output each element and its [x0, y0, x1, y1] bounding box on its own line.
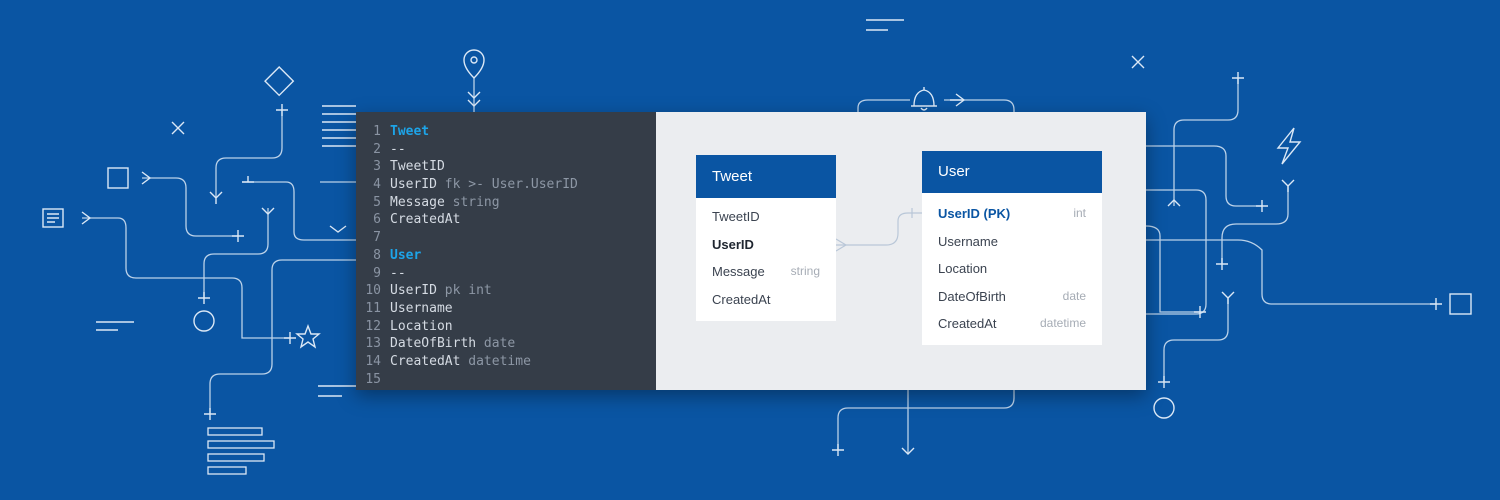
line-number: 11	[365, 300, 381, 316]
code-line[interactable]: 11 Username	[356, 300, 656, 318]
code-line[interactable]: 6 CreatedAt	[356, 211, 656, 229]
user-field-row[interactable]: Username	[938, 233, 998, 249]
user-field-row[interactable]: UserID (PK)int	[938, 206, 1086, 221]
line-number: 2	[373, 141, 381, 157]
code-text: TweetID	[390, 158, 445, 176]
field-type: pk int	[444, 283, 492, 299]
line-number: 3	[373, 159, 381, 175]
field-type: datetime	[468, 353, 531, 369]
code-text: CreatedAt datetime	[390, 353, 531, 371]
code-text: --	[390, 141, 406, 159]
code-line[interactable]: 3 TweetID	[356, 158, 656, 176]
user-table-title: User	[938, 163, 970, 180]
code-text: User	[390, 247, 421, 265]
field-name: --	[390, 141, 406, 157]
field-type: fk >- User.UserID	[444, 177, 578, 193]
code-line[interactable]: 13 DateOfBirth date	[356, 335, 656, 353]
field-type: date	[483, 336, 516, 352]
field-name: Username	[390, 300, 453, 316]
line-number: 4	[373, 177, 381, 193]
code-text: UserID fk >- User.UserID	[390, 176, 578, 194]
table-keyword: Tweet	[390, 124, 430, 139]
field-name: CreatedAt	[390, 353, 461, 369]
code-line[interactable]: 8 User	[356, 247, 656, 265]
code-line[interactable]: 4 UserID fk >- User.UserID	[356, 176, 656, 194]
code-line[interactable]: 14 CreatedAt datetime	[356, 353, 656, 371]
field-name: UserID	[390, 283, 437, 299]
line-number: 6	[373, 212, 381, 228]
code-text: Message string	[390, 194, 500, 212]
line-number: 13	[365, 336, 381, 352]
code-text: DateOfBirth date	[390, 335, 515, 353]
line-number: 9	[373, 265, 381, 281]
code-text: --	[390, 265, 406, 283]
field-name: --	[390, 265, 406, 281]
code-line[interactable]: 9 --	[356, 265, 656, 283]
code-line[interactable]: 2 --	[356, 141, 656, 159]
line-number: 7	[373, 230, 381, 246]
line-number: 1	[373, 124, 381, 139]
user-table-header[interactable]: User	[922, 151, 1102, 193]
line-number: 8	[373, 247, 381, 263]
tweet-field-row[interactable]: CreatedAt	[712, 291, 771, 307]
line-number: 15	[365, 371, 381, 387]
code-text: Tweet	[390, 123, 429, 141]
code-text: Location	[390, 318, 453, 336]
field-name: DateOfBirth	[390, 336, 477, 352]
tweet-field-row[interactable]: TweetID	[712, 209, 760, 224]
field-name: Location	[390, 318, 453, 334]
code-text: UserID pk int	[390, 282, 492, 300]
code-line[interactable]: 1 Tweet	[356, 123, 656, 141]
line-number: 14	[365, 353, 381, 369]
code-line[interactable]: 12 Location	[356, 318, 656, 336]
user-table-card[interactable]: User UserID (PK)int Username Location Da…	[922, 151, 1102, 345]
code-line[interactable]: 10 UserID pk int	[356, 282, 656, 300]
line-number: 12	[365, 318, 381, 334]
field-name: Message	[390, 194, 445, 210]
user-field-row[interactable]: Location	[938, 261, 988, 276]
line-number: 5	[373, 194, 381, 210]
field-name: CreatedAt	[390, 212, 461, 228]
code-line[interactable]: 7	[356, 229, 656, 247]
tweet-table-header[interactable]: Tweet	[696, 155, 836, 198]
code-line[interactable]: 15	[356, 371, 656, 389]
tweet-field-row[interactable]: UserID	[712, 236, 754, 252]
field-type: string	[452, 194, 500, 210]
table-keyword: User	[390, 247, 422, 263]
code-text: Username	[390, 300, 453, 318]
field-name: TweetID	[390, 159, 445, 175]
code-line[interactable]: 5 Message string	[356, 194, 656, 212]
tweet-table-title: Tweet	[712, 168, 753, 185]
code-text: CreatedAt	[390, 211, 460, 229]
line-number: 10	[365, 283, 381, 299]
relationship-connector	[835, 208, 922, 252]
field-name: UserID	[390, 177, 437, 193]
